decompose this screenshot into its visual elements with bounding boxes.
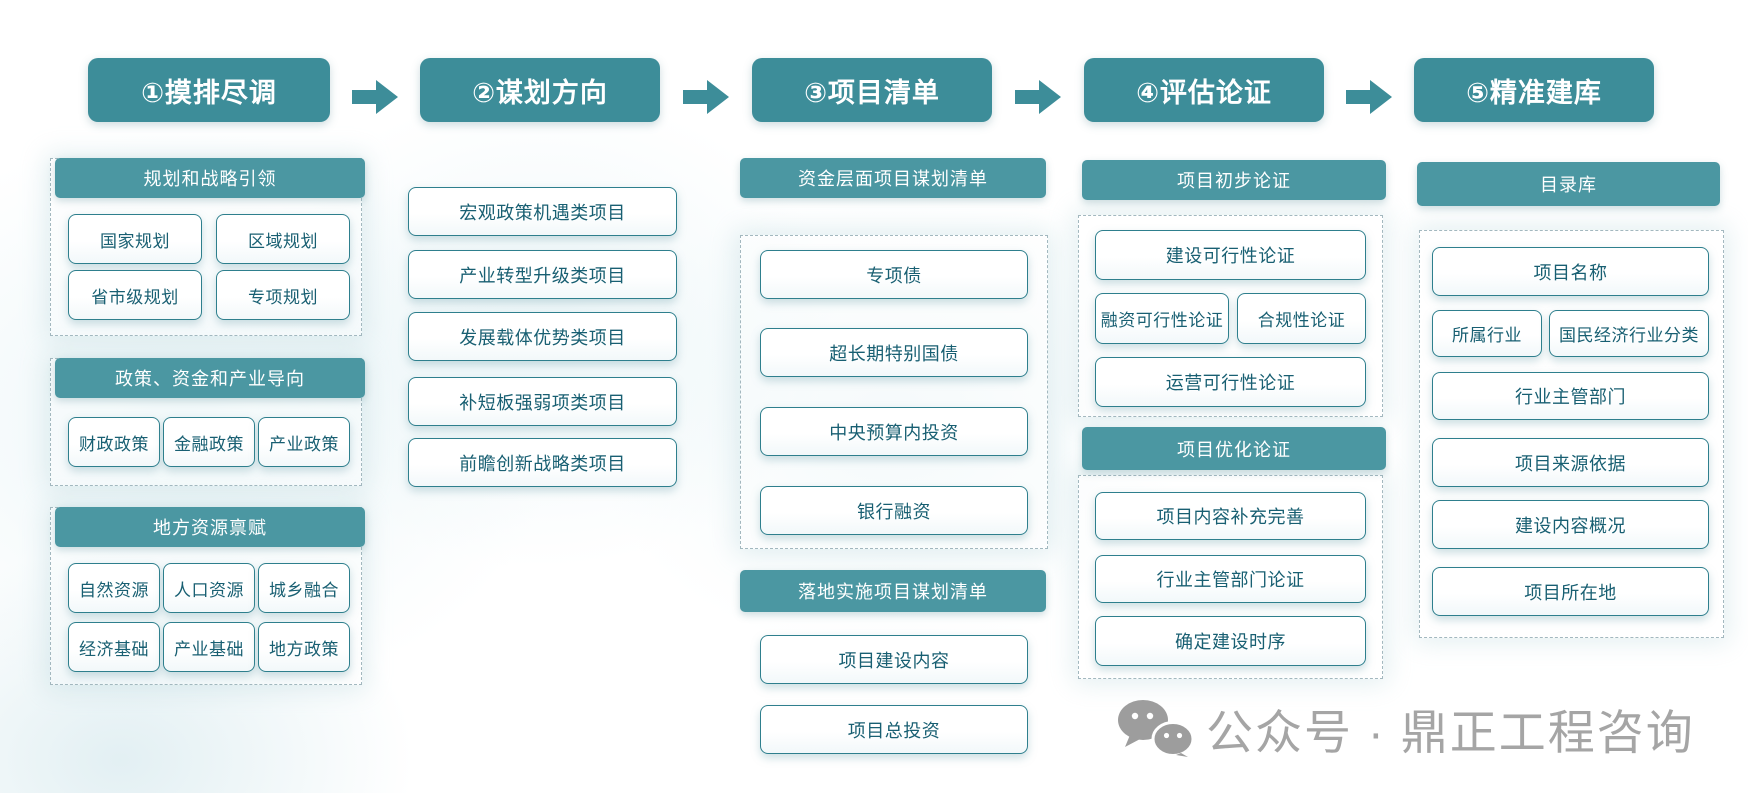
flow-item: 地方政策 <box>258 622 350 672</box>
flow-item: 前瞻创新战略类项目 <box>408 438 677 487</box>
group-title-optimization-review: 项目优化论证 <box>1082 427 1386 470</box>
arrow-right-icon <box>683 80 729 114</box>
flow-item: 所属行业 <box>1432 310 1542 357</box>
group-title-planning: 规划和战略引领 <box>55 158 365 198</box>
flow-item: 项目总投资 <box>760 705 1028 754</box>
step-header-4: ④评估论证 <box>1084 58 1324 122</box>
step-header-5: ⑤精准建库 <box>1414 58 1654 122</box>
flow-item: 超长期特别国债 <box>760 328 1028 377</box>
flow-item: 行业主管部门论证 <box>1095 555 1366 603</box>
flow-item: 国民经济行业分类 <box>1549 310 1709 357</box>
flow-item: 国家规划 <box>68 214 202 264</box>
flow-item: 财政政策 <box>68 417 160 467</box>
flow-item: 专项规划 <box>216 270 350 320</box>
flow-item: 省市级规划 <box>68 270 202 320</box>
flow-item: 发展载体优势类项目 <box>408 312 677 361</box>
flow-item: 专项债 <box>760 250 1028 299</box>
flow-item: 区域规划 <box>216 214 350 264</box>
step-header-3: ③项目清单 <box>752 58 992 122</box>
flow-item: 产业转型升级类项目 <box>408 250 677 299</box>
flow-item: 宏观政策机遇类项目 <box>408 187 677 236</box>
arrow-right-icon <box>1015 80 1061 114</box>
wechat-icon <box>1118 700 1194 757</box>
flow-item: 运营可行性论证 <box>1095 357 1366 407</box>
group-title-implementation-list: 落地实施项目谋划清单 <box>740 570 1046 612</box>
flow-item: 项目建设内容 <box>760 635 1028 684</box>
flow-item: 中央预算内投资 <box>760 407 1028 456</box>
group-title-policy: 政策、资金和产业导向 <box>55 358 365 398</box>
flow-item: 行业主管部门 <box>1432 372 1709 420</box>
group-title-funding-list: 资金层面项目谋划清单 <box>740 158 1046 198</box>
flow-item: 合规性论证 <box>1237 293 1366 344</box>
group-title-initial-review: 项目初步论证 <box>1082 160 1386 200</box>
arrow-right-icon <box>352 80 398 114</box>
flow-item: 补短板强弱项类项目 <box>408 377 677 426</box>
flow-item: 项目来源依据 <box>1432 438 1709 487</box>
flow-item: 确定建设时序 <box>1095 616 1366 666</box>
step-header-2: ②谋划方向 <box>420 58 660 122</box>
flow-item: 经济基础 <box>68 622 160 672</box>
flow-item: 城乡融合 <box>258 563 350 613</box>
flow-item: 项目所在地 <box>1432 567 1709 616</box>
flow-item: 项目内容补充完善 <box>1095 492 1366 540</box>
watermark-text: 公众号 · 鼎正工程咨询 <box>1206 705 1695 759</box>
watermark: 公众号 · 鼎正工程咨询 <box>1118 698 1695 759</box>
group-title-resources: 地方资源禀赋 <box>55 507 365 547</box>
group-title-catalog: 目录库 <box>1417 162 1720 206</box>
flow-item: 自然资源 <box>68 563 160 613</box>
flow-item: 项目名称 <box>1432 247 1709 296</box>
flow-item: 产业政策 <box>258 417 350 467</box>
arrow-right-icon <box>1346 80 1392 114</box>
flow-item: 融资可行性论证 <box>1095 293 1229 344</box>
flow-item: 建设内容概况 <box>1432 500 1709 549</box>
flow-item: 人口资源 <box>163 563 255 613</box>
flow-item: 银行融资 <box>760 486 1028 535</box>
step-header-1: ①摸排尽调 <box>88 58 330 122</box>
flow-item: 建设可行性论证 <box>1095 230 1366 280</box>
flow-item: 产业基础 <box>163 622 255 672</box>
flow-item: 金融政策 <box>163 417 255 467</box>
